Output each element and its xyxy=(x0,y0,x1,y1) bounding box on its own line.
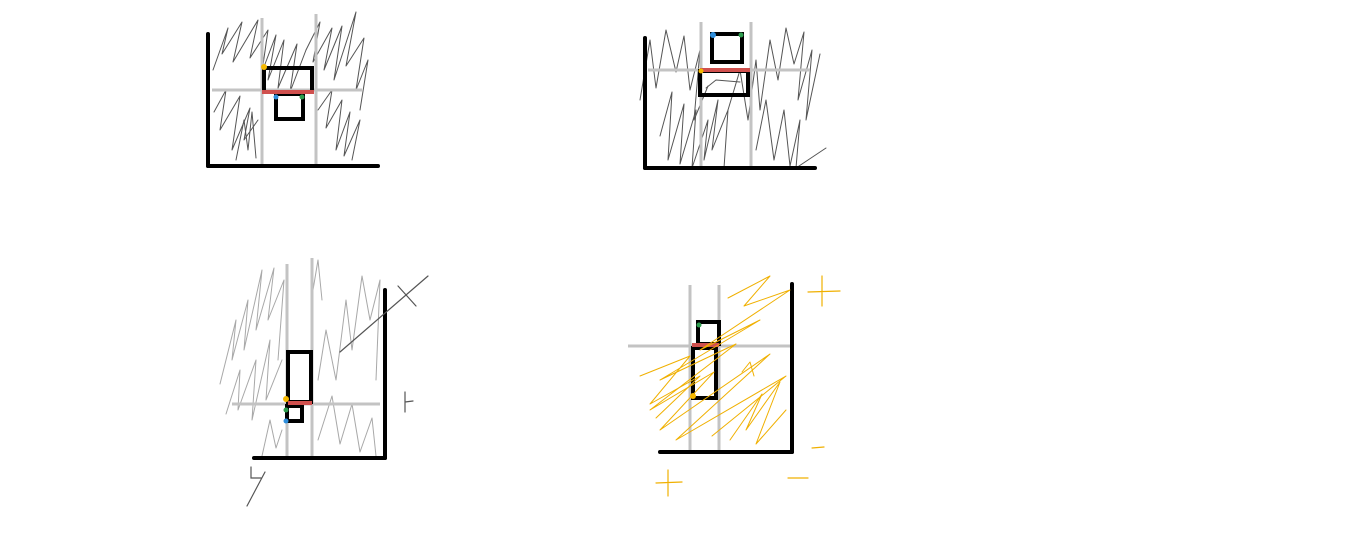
corner-dot xyxy=(698,68,704,74)
corner-dot xyxy=(283,407,289,413)
scribble-hatching xyxy=(219,259,381,457)
sketch-top-left xyxy=(206,11,380,168)
sketch-bottom-left xyxy=(219,258,429,507)
axes xyxy=(252,288,387,460)
axes xyxy=(658,282,794,454)
upper-box xyxy=(286,350,313,404)
scribble-hatching xyxy=(639,275,791,445)
sketch-top-right xyxy=(639,22,827,170)
corner-dot xyxy=(283,396,289,402)
corner-dot xyxy=(738,32,744,38)
corner-dot xyxy=(696,322,702,328)
corner-dot xyxy=(283,418,289,424)
sketch-bottom-right xyxy=(628,275,841,497)
grid-lines xyxy=(232,258,380,458)
lower-box xyxy=(285,404,304,423)
grid-lines xyxy=(628,285,790,452)
pen-marks xyxy=(246,275,429,507)
corner-dot xyxy=(690,393,696,399)
corner-dot xyxy=(299,94,305,100)
pen-marks xyxy=(655,275,841,497)
corner-dot xyxy=(710,32,716,38)
lower-box xyxy=(274,92,305,121)
corner-dot xyxy=(261,64,267,70)
scribble-hatching xyxy=(212,11,369,161)
upper-box xyxy=(710,32,744,64)
corner-dot xyxy=(273,94,279,100)
axes xyxy=(643,36,817,170)
scribble-hatching xyxy=(639,27,827,169)
axes xyxy=(206,32,380,168)
